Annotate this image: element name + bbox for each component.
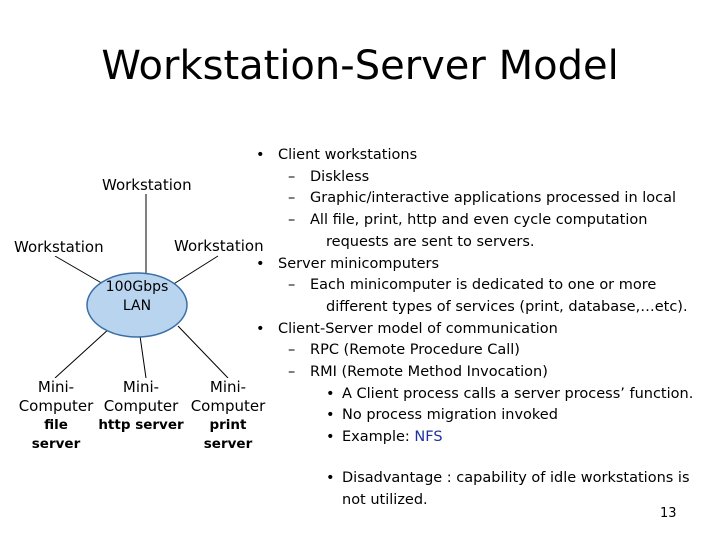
bullet-list: •Client workstations –Diskless –Graphic/…	[250, 145, 710, 511]
sub-requests-cont: requests are sent to servers.	[326, 233, 535, 250]
link-file-server	[54, 327, 111, 379]
nfs-link[interactable]: NFS	[414, 429, 443, 446]
item-client-calls: •A Client process calls a server process…	[326, 385, 694, 402]
sub-rpc: –RPC (Remote Procedure Call)	[288, 342, 520, 359]
sub-graphic-apps: –Graphic/interactive applications proces…	[288, 190, 677, 207]
bullet-client-server-model: •Client-Server model of communication	[256, 320, 558, 337]
file-server-label: Mini- Computer file server	[18, 378, 94, 456]
bullet-client-workstations: •Client workstations	[256, 147, 418, 163]
sub-diskless: –Diskless	[288, 168, 370, 185]
http-server-label: Mini- Computer http server	[98, 378, 184, 437]
item-disadvantage-cont: not utilized.	[342, 491, 428, 508]
sub-dedicated-cont: different types of services (print, data…	[326, 298, 688, 315]
item-example: •Example: NFS	[326, 429, 443, 446]
sub-requests: –All file, print, http and even cycle co…	[288, 212, 648, 229]
item-disadvantage: •Disadvantage : capability of idle works…	[326, 469, 690, 486]
item-no-migration: •No process migration invoked	[326, 407, 558, 424]
sub-rmi: –RMI (Remote Method Invocation)	[288, 364, 548, 381]
sub-dedicated: –Each minicomputer is dedicated to one o…	[288, 277, 657, 294]
workstation-left-label: Workstation	[12, 238, 106, 256]
slide-title: Workstation-Server Model	[101, 43, 619, 89]
lan-ellipse	[86, 272, 188, 338]
link-right-workstation	[171, 255, 219, 286]
lan-label: 100Gbps LAN	[105, 279, 169, 314]
page-number: 13	[660, 506, 677, 521]
link-http-server	[139, 335, 147, 379]
workstation-right-label: Workstation	[172, 237, 266, 255]
link-print-server	[177, 325, 229, 379]
link-left-workstation	[54, 255, 106, 286]
workstation-top-label: Workstation	[100, 176, 194, 194]
bullet-server-minicomputers: •Server minicomputers	[256, 255, 440, 272]
print-server-label: Mini- Computer print server	[186, 378, 270, 456]
